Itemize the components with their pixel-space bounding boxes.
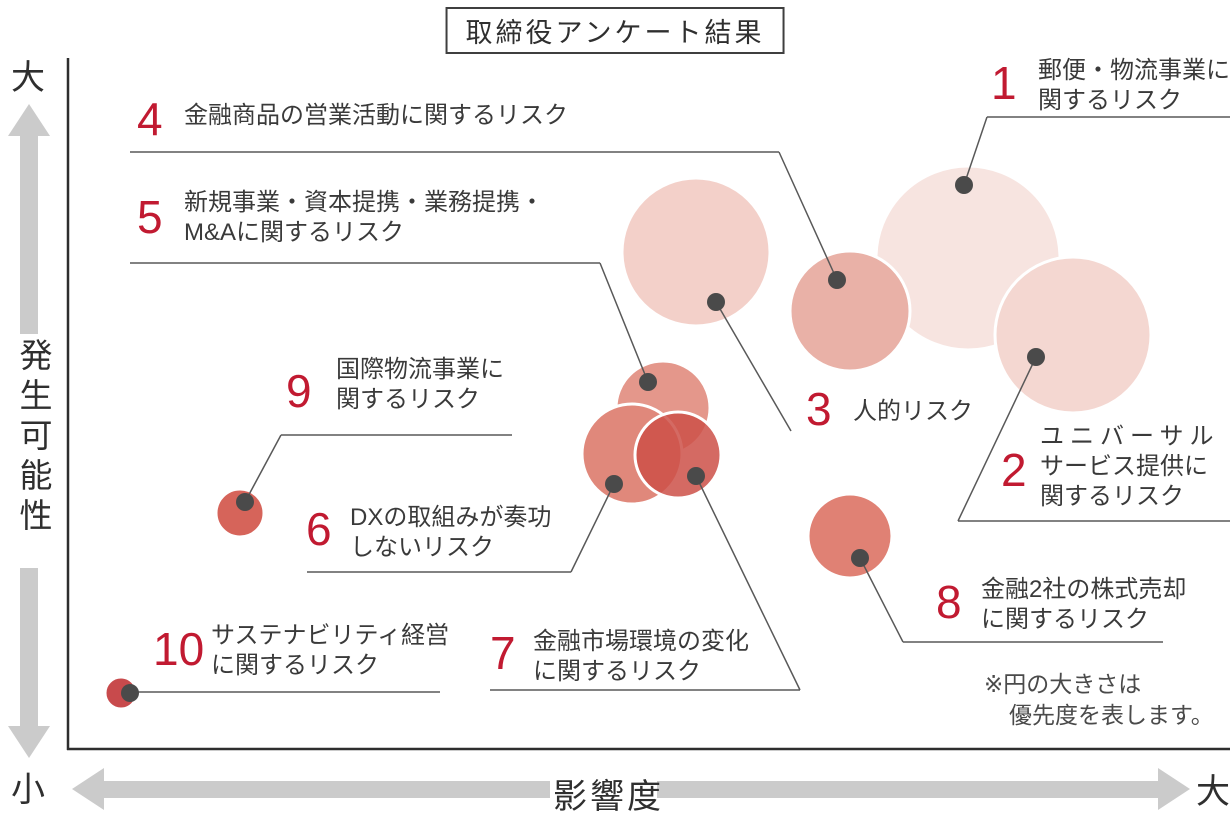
risk-number-1: 1 <box>991 57 1017 109</box>
risk-dot-3 <box>707 293 725 311</box>
risk-dot-5 <box>639 373 657 391</box>
risk-bubble-8 <box>806 492 894 580</box>
risk-number-6: 6 <box>306 503 332 555</box>
risk-label-line: 関するリスク <box>1038 87 1182 114</box>
risk-label-line: サステナビリティ経営 <box>211 622 450 649</box>
y-axis-max-label: 大 <box>11 59 45 97</box>
x-axis-arrow-left-icon <box>72 768 550 810</box>
x-axis-title: 影響度 <box>553 778 664 816</box>
callout-line-6 <box>307 483 615 573</box>
risk-dot-4 <box>828 271 846 289</box>
callout-line-3 <box>715 301 792 432</box>
risk-label-line: 金融2社の株式売却 <box>981 576 1187 603</box>
risk-number-2: 2 <box>1001 444 1027 496</box>
callout-line-9 <box>244 434 512 503</box>
risk-label-line: しないリスク <box>350 534 494 561</box>
data-dot-layer <box>121 176 1045 702</box>
x-axis-arrow-right-icon <box>657 768 1190 810</box>
risk-label-6: DXの取組みが奏功しないリスク <box>350 503 551 563</box>
risk-label-line: 金融商品の営業活動に関するリスク <box>184 102 568 129</box>
risk-dot-10 <box>121 684 139 702</box>
risk-label-7: 金融市場環境の変化に関するリスク <box>533 627 749 687</box>
callout-line-4 <box>130 151 838 281</box>
risk-number-3: 3 <box>806 383 832 435</box>
risk-label-line: に関するリスク <box>981 606 1149 633</box>
risk-dot-8 <box>851 549 869 567</box>
callout-line-7 <box>490 475 801 691</box>
risk-label-2: ユニバーサルサービス提供に関するリスク <box>1040 422 1220 512</box>
callout-line-5 <box>130 262 649 383</box>
risk-dot-9 <box>236 493 254 511</box>
risk-label-line: 関するリスク <box>336 386 480 413</box>
risk-dot-2 <box>1027 348 1045 366</box>
risk-number-8: 8 <box>936 576 962 628</box>
risk-number-5: 5 <box>137 191 163 243</box>
risk-label-1: 郵便・物流事業に関するリスク <box>1038 56 1230 116</box>
bubble-layer <box>103 164 1153 711</box>
risk-number-10: 10 <box>153 623 205 675</box>
risk-number-4: 4 <box>137 93 163 145</box>
plot-frame <box>66 58 1230 751</box>
risk-bubble-4 <box>788 249 912 373</box>
risk-label-line: 関するリスク <box>1040 483 1184 510</box>
risk-label-4: 金融商品の営業活動に関するリスク <box>184 101 568 131</box>
risk-label-3: 人的リスク <box>853 397 973 427</box>
chart-title: 取締役アンケート結果 <box>445 7 785 54</box>
axis-arrows <box>8 104 1190 810</box>
risk-label-5: 新規事業・資本提携・業務提携・ M&Aに関するリスク <box>184 188 544 248</box>
risk-label-8: 金融2社の株式売却に関するリスク <box>981 575 1186 635</box>
y-axis-title: 発生可能性 <box>15 338 52 538</box>
risk-dot-6 <box>605 475 623 493</box>
risk-label-line: 郵便・物流事業に <box>1038 57 1230 84</box>
risk-label-line: 人的リスク <box>853 398 973 425</box>
note-line-1: ※円の大きさは <box>984 671 1142 697</box>
callout-line-8 <box>859 557 1163 643</box>
note-line-2: 優先度を表します。 <box>1009 702 1214 728</box>
callout-line-2 <box>957 356 1230 522</box>
risk-label-9: 国際物流事業に関するリスク <box>336 355 504 415</box>
risk-number-7: 7 <box>490 627 516 679</box>
risk-label-line: に関するリスク <box>533 658 701 685</box>
risk-bubble-3 <box>620 176 772 328</box>
risk-label-line: に関するリスク <box>211 652 379 679</box>
risk-bubble-2 <box>993 255 1153 415</box>
y-axis-min-label: 小 <box>11 771 45 809</box>
risk-label-line: 国際物流事業に <box>336 356 504 383</box>
risk-label-line: 金融市場環境の変化 <box>533 628 749 655</box>
risk-dot-1 <box>955 176 973 194</box>
risk-label-line: 新規事業・資本提携・業務提携・ <box>184 189 544 216</box>
risk-label-line: ユニバーサル <box>1040 423 1220 450</box>
risk-number-9: 9 <box>286 365 312 417</box>
risk-bubble-7 <box>633 410 723 500</box>
y-axis-arrow-up-icon <box>8 104 50 334</box>
y-axis-arrow-down-icon <box>8 568 50 758</box>
x-axis-max-label: 大 <box>1196 773 1230 811</box>
size-legend-note: ※円の大きさは 優先度を表します。 <box>984 669 1214 731</box>
risk-dot-7 <box>687 467 705 485</box>
risk-label-10: サステナビリティ経営に関するリスク <box>211 621 449 681</box>
risk-label-line: サービス提供に <box>1040 453 1208 480</box>
callout-line-1 <box>963 116 1230 186</box>
risk-label-line: DXの取組みが奏功 <box>350 504 552 531</box>
callout-line-layer <box>130 116 1230 693</box>
risk-label-line: M&Aに関するリスク <box>184 219 405 246</box>
